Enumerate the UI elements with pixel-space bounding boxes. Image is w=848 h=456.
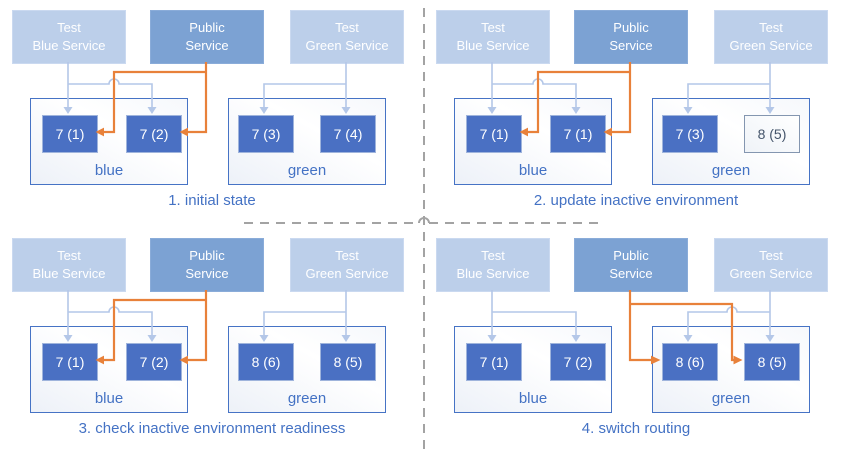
pod-green-2: 8 (5) [744,343,800,381]
service-label-line: Service [609,38,653,53]
service-label-line: Public [613,20,649,36]
test-blue-service-box: Test Blue Service [436,10,550,64]
service-label-line: Test [335,20,359,36]
public-service-box: Public Service [574,10,688,64]
blue-environment-box: 7 (1) 7 (2) blue [30,98,188,185]
service-label-line: Test [759,20,783,36]
pod-blue-1: 7 (1) [42,343,98,381]
environment-label: green [287,162,327,179]
service-label-line: Public [189,248,225,264]
service-label-line: Green Service [305,38,389,53]
quadrant-initial-state: Test Blue Service Public Service Test Gr… [0,0,424,228]
environment-label: green [711,162,751,179]
quadrant-update-inactive-environment: Test Blue Service Public Service Test Gr… [424,0,848,228]
service-label-line: Test [759,248,783,264]
public-service-box: Public Service [574,238,688,292]
service-label-line: Test [335,248,359,264]
green-environment-box: 8 (6) 8 (5) green [228,326,386,413]
pod-green-2: 8 (5) [320,343,376,381]
environment-label: green [711,390,751,407]
pod-green-2-new-version: 8 (5) [744,115,800,153]
service-label-line: Service [185,266,229,281]
quadrant-caption: 1. initial state [168,192,256,209]
pod-green-1: 8 (6) [238,343,294,381]
test-blue-service-box: Test Blue Service [436,238,550,292]
green-environment-box: 7 (3) 7 (4) green [228,98,386,185]
pod-blue-1: 7 (1) [466,115,522,153]
service-label-line: Blue Service [32,38,106,53]
pod-blue-2: 7 (2) [126,343,182,381]
environment-label: blue [518,390,548,407]
test-blue-service-box: Test Blue Service [12,238,126,292]
quadrant-caption: 3. check inactive environment readiness [78,420,346,437]
service-label-line: Test [57,248,81,264]
service-label-line: Test [481,248,505,264]
quadrant-check-inactive-environment-readiness: Test Blue Service Public Service Test Gr… [0,228,424,456]
public-service-box: Public Service [150,238,264,292]
test-green-service-box: Test Green Service [290,238,404,292]
test-blue-service-box: Test Blue Service [12,10,126,64]
service-label-line: Green Service [305,266,389,281]
quadrant-caption: 2. update inactive environment [533,192,739,209]
test-green-service-box: Test Green Service [714,238,828,292]
service-label-line: Public [189,20,225,36]
quadrant-caption: 4. switch routing [581,420,691,437]
environment-label: blue [518,162,548,179]
pod-blue-2: 7 (2) [126,115,182,153]
quadrant-switch-routing: Test Blue Service Public Service Test Gr… [424,228,848,456]
service-label-line: Green Service [729,38,813,53]
blue-environment-box: 7 (1) 7 (2) blue [30,326,188,413]
pod-blue-1: 7 (1) [42,115,98,153]
pod-green-2: 7 (4) [320,115,376,153]
service-label-line: Test [57,20,81,36]
green-environment-box: 8 (6) 8 (5) green [652,326,810,413]
service-label-line: Green Service [729,266,813,281]
service-label-line: Service [609,266,653,281]
service-label-line: Blue Service [32,266,106,281]
pod-green-1: 7 (3) [662,115,718,153]
pod-blue-2: 7 (1) [550,115,606,153]
service-label-line: Blue Service [456,266,530,281]
blue-environment-box: 7 (1) 7 (2) blue [454,326,612,413]
service-label-line: Service [185,38,229,53]
service-label-line: Test [481,20,505,36]
test-green-service-box: Test Green Service [290,10,404,64]
environment-label: green [287,390,327,407]
service-label-line: Public [613,248,649,264]
service-label-line: Blue Service [456,38,530,53]
pod-green-1: 8 (6) [662,343,718,381]
environment-label: blue [94,162,124,179]
environment-label: blue [94,390,124,407]
pod-green-1: 7 (3) [238,115,294,153]
public-service-box: Public Service [150,10,264,64]
blue-environment-box: 7 (1) 7 (1) blue [454,98,612,185]
pod-blue-1: 7 (1) [466,343,522,381]
pod-blue-2: 7 (2) [550,343,606,381]
green-environment-box: 7 (3) 8 (5) green [652,98,810,185]
test-green-service-box: Test Green Service [714,10,828,64]
